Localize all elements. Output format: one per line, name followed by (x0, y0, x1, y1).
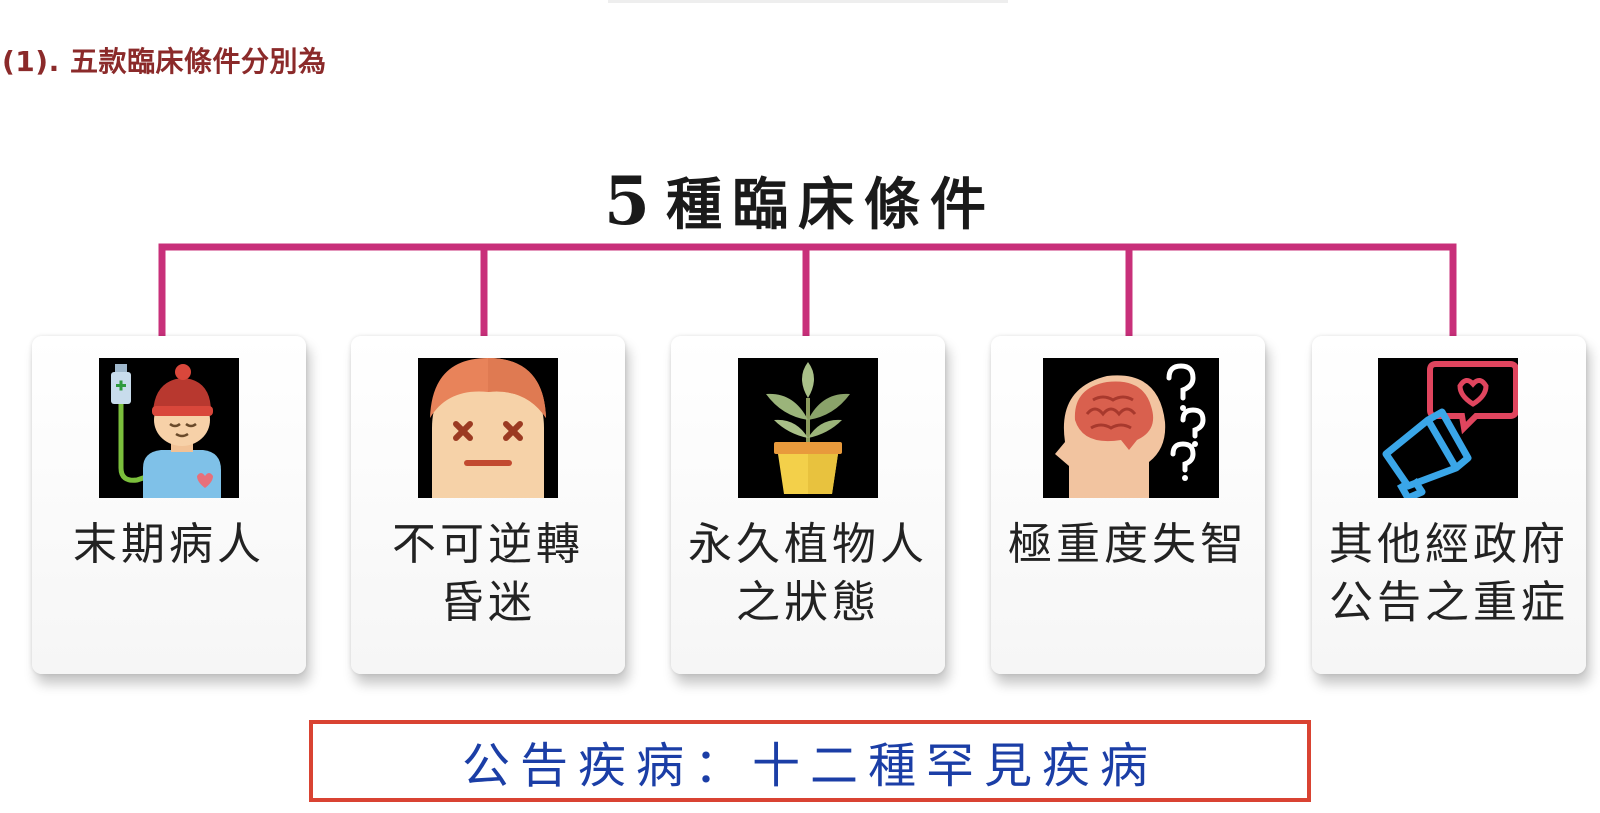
top-divider (608, 0, 1008, 3)
notice-box: 公告疾病：十二種罕見疾病 (309, 720, 1311, 802)
condition-card-vegetative: 永久植物人 之狀態 (671, 336, 945, 674)
terminal-patient-icon (99, 358, 239, 498)
megaphone-heart-icon (1378, 358, 1518, 498)
section-heading: (1). 五款臨床條件分別為 (2, 45, 327, 78)
condition-card-other: 其他經政府 公告之重症 (1312, 336, 1586, 674)
notice-text: 公告疾病：十二種罕見疾病 (461, 738, 1158, 794)
diagram-title-text: 種臨床條件 (665, 173, 996, 238)
condition-card-coma: 不可逆轉 昏迷 (351, 336, 625, 674)
condition-label-dementia: 極重度失智 (1008, 519, 1248, 570)
irreversible-coma-icon (418, 358, 558, 498)
condition-label-other: 其他經政府 公告之重症 (1329, 519, 1569, 628)
condition-card-dementia: 極重度失智 (991, 336, 1265, 674)
condition-label-vegetative: 永久植物人 之狀態 (688, 519, 928, 628)
dementia-brain-icon (1043, 358, 1219, 498)
condition-label-terminal: 末期病人 (73, 519, 265, 570)
condition-label-coma: 不可逆轉 昏迷 (392, 519, 584, 628)
diagram-title-number: 5 (604, 162, 650, 240)
condition-card-terminal: 末期病人 (32, 336, 306, 674)
potted-plant-icon (738, 358, 878, 498)
